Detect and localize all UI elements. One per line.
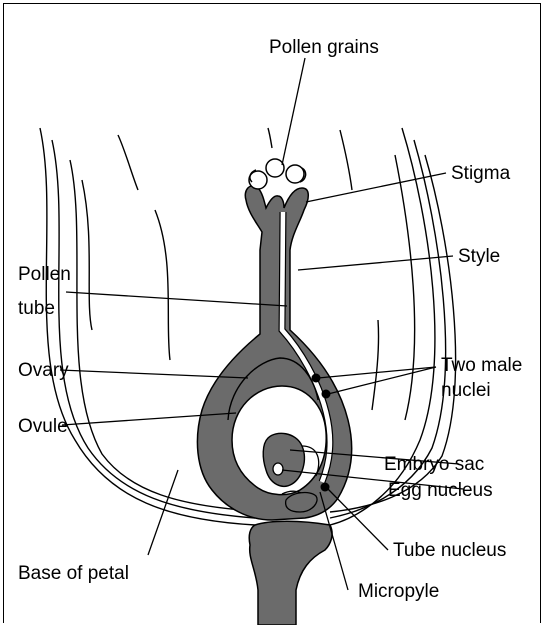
label-pollen-grains: Pollen grains bbox=[269, 37, 379, 58]
egg-nucleus bbox=[273, 463, 283, 475]
tube-nucleus bbox=[321, 483, 330, 492]
label-style: Style bbox=[458, 246, 500, 267]
label-two-male-nuclei-line2: nuclei bbox=[441, 380, 491, 401]
embryo-sac bbox=[263, 433, 304, 486]
label-tube-nucleus: Tube nucleus bbox=[393, 540, 506, 561]
label-stigma: Stigma bbox=[451, 163, 511, 184]
receptacle bbox=[249, 521, 332, 625]
label-ovary: Ovary bbox=[18, 360, 69, 381]
label-embryo-sac: Embryo sac bbox=[384, 454, 484, 475]
label-egg-nucleus: Egg nucleus bbox=[388, 480, 493, 501]
label-ovule: Ovule bbox=[18, 416, 68, 437]
pollen-grains bbox=[249, 159, 306, 189]
label-pollen-tube-line2: tube bbox=[18, 298, 55, 319]
label-base-of-petal: Base of petal bbox=[18, 563, 129, 584]
label-two-male-nuclei-line1: Two male bbox=[441, 355, 522, 376]
label-micropyle: Micropyle bbox=[358, 581, 439, 602]
label-pollen-tube-line1: Pollen bbox=[18, 264, 71, 285]
